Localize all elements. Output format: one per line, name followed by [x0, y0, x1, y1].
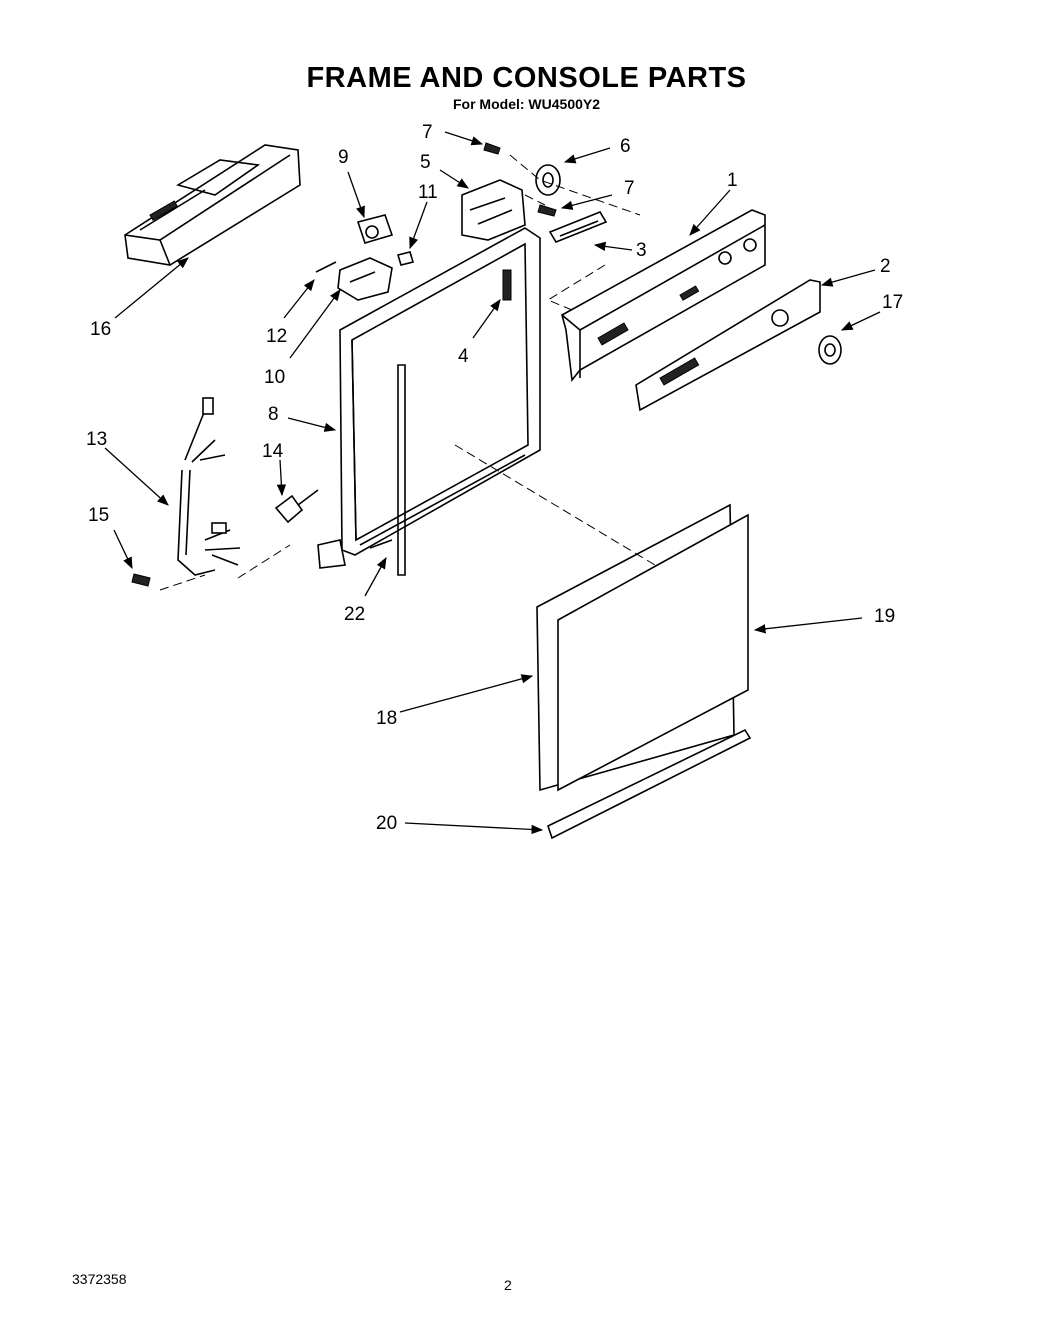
- part-9-switch: [356, 214, 394, 244]
- part-7-screw-top: [483, 142, 501, 155]
- callout-4: 4: [458, 346, 469, 367]
- callout-17: 17: [882, 292, 903, 313]
- callout-9: 9: [338, 147, 349, 168]
- callout-14: 14: [262, 441, 284, 462]
- part-13-harness: [177, 397, 241, 576]
- page-number: 2: [504, 1277, 512, 1293]
- callout-12: 12: [266, 326, 287, 347]
- callout-10: 10: [264, 367, 285, 388]
- model-subtitle: For Model: WU4500Y2: [452, 96, 601, 112]
- part-22-strip: [369, 539, 393, 549]
- assembly-lines: [159, 154, 656, 591]
- part-5-latch: [461, 179, 526, 241]
- page-title: FRAME AND CONSOLE PARTS: [306, 62, 747, 94]
- part-15-screw: [131, 573, 151, 587]
- part-3-handle: [548, 211, 608, 243]
- callout-5: 5: [420, 152, 431, 173]
- callout-22: 22: [344, 604, 365, 625]
- part-16-housing: [124, 144, 301, 266]
- callout-1: 1: [727, 170, 738, 191]
- part-19-door-panel: [557, 513, 749, 792]
- callout-3: 3: [636, 240, 647, 261]
- callout-19: 19: [874, 606, 895, 627]
- part-6-knob: [535, 164, 561, 196]
- part-14-switch: [274, 489, 319, 524]
- part-11-connector: [396, 251, 415, 266]
- part-10-bracket: [337, 257, 393, 301]
- callout-15: 15: [88, 505, 109, 526]
- callout-13: 13: [86, 429, 107, 450]
- part-2-panel: [635, 279, 821, 412]
- callout-20: 20: [376, 813, 397, 834]
- callout-7-top: 7: [422, 122, 433, 143]
- callout-8: 8: [268, 404, 279, 425]
- part-12-pin: [315, 261, 337, 273]
- part-20-trim-strip: [547, 728, 752, 840]
- callout-leaders: [104, 131, 881, 835]
- callout-2: 2: [880, 256, 891, 277]
- document-number: 3372358: [72, 1271, 127, 1287]
- callout-11: 11: [418, 182, 438, 203]
- callout-7-right: 7: [624, 178, 635, 199]
- part-1-console: [561, 209, 766, 382]
- part-17-knob: [818, 335, 842, 365]
- callout-18: 18: [376, 708, 397, 729]
- part-7-screw-right: [537, 204, 557, 217]
- callout-16: 16: [90, 319, 111, 340]
- callout-labels: 1 2 3 4 5 6 7 7 8 9 10 11 12 13 14 15 16…: [86, 122, 903, 834]
- callout-6: 6: [620, 136, 631, 157]
